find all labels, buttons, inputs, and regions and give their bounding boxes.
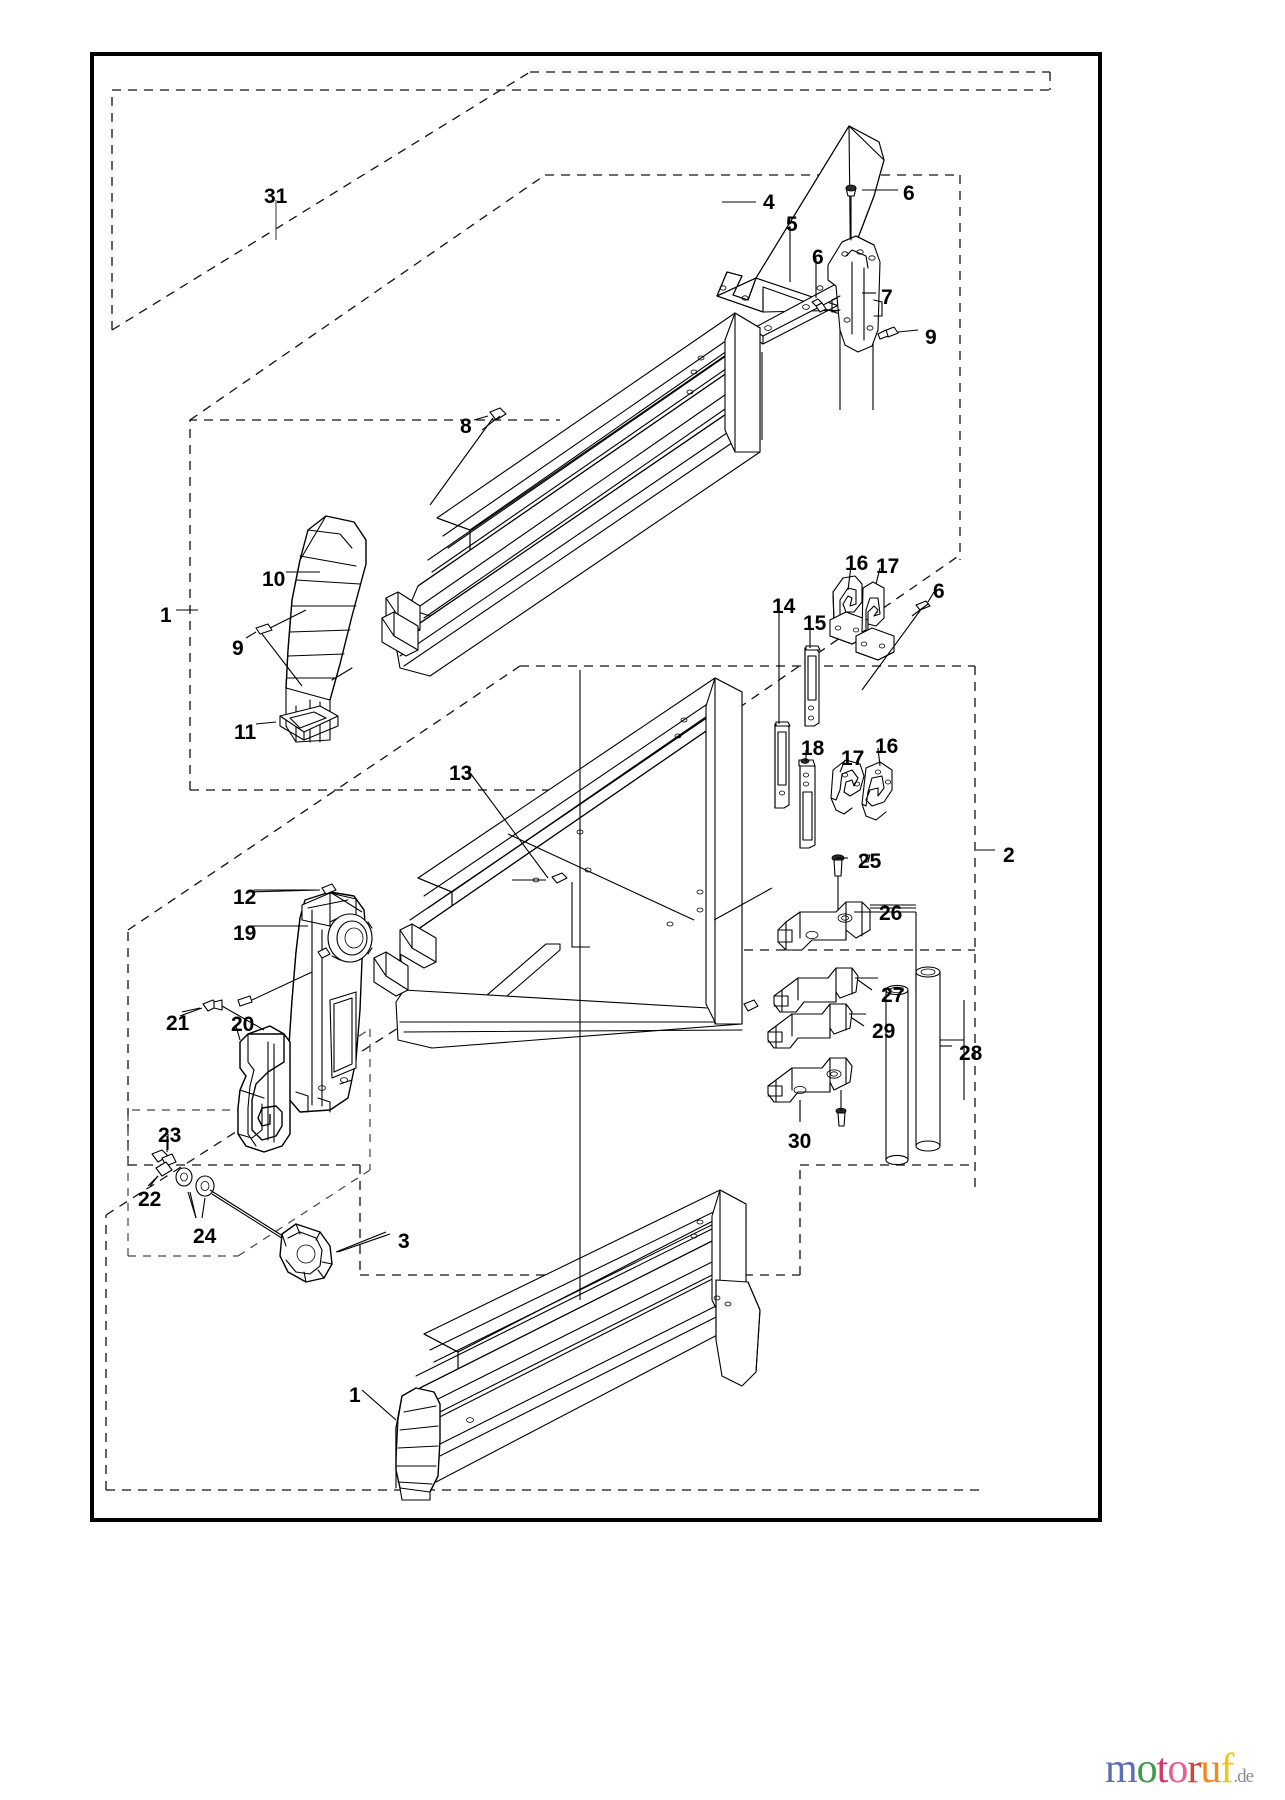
callout-11: 11 xyxy=(234,721,257,744)
callout-6-a: 6 xyxy=(903,182,915,205)
callout-13: 13 xyxy=(449,762,473,785)
callout-1-lower: 1 xyxy=(349,1384,361,1407)
callout-12: 12 xyxy=(233,886,257,909)
callout-23: 23 xyxy=(158,1124,182,1147)
part-9-screw-a xyxy=(877,326,899,340)
callout-9-a: 9 xyxy=(925,326,937,349)
callout-19: 19 xyxy=(233,922,257,945)
callout-8: 8 xyxy=(460,415,472,438)
motoruf-watermark: motoruf.de xyxy=(1105,1746,1254,1792)
part-27-wear-shoe-b xyxy=(773,967,878,1013)
part-30-screw xyxy=(835,1090,847,1127)
part-29-wear-shoe-c xyxy=(767,1003,866,1049)
watermark-suffix: .de xyxy=(1233,1766,1254,1787)
part-28-roller-tube xyxy=(885,966,965,1166)
callout-2: 2 xyxy=(1003,844,1015,867)
callout-29: 29 xyxy=(872,1020,896,1043)
part-8-bolt xyxy=(429,407,507,506)
callout-7: 7 xyxy=(881,286,893,309)
part-26-wear-shoe-a xyxy=(777,901,917,992)
callout-10: 10 xyxy=(262,568,286,591)
part-13-bolt xyxy=(512,872,590,948)
group-boundary-2 xyxy=(127,665,976,1276)
callout-3: 3 xyxy=(398,1230,410,1253)
watermark-letter-o1: o xyxy=(1136,1746,1158,1792)
callout-21: 21 xyxy=(166,1012,190,1035)
part-6-screw-a xyxy=(811,298,827,313)
callout-9-b: 9 xyxy=(232,637,244,660)
callout-27: 27 xyxy=(881,984,905,1007)
callout-17-a: 17 xyxy=(876,555,900,578)
watermark-letter-r: r xyxy=(1187,1746,1201,1792)
callout-16-a: 16 xyxy=(845,552,869,575)
part-18-slide-rail-mid xyxy=(798,758,816,849)
callout-18: 18 xyxy=(801,737,825,760)
callout-15: 15 xyxy=(803,612,827,635)
watermark-letter-t: t xyxy=(1156,1746,1169,1792)
callout-14: 14 xyxy=(772,595,796,618)
callout-31: 31 xyxy=(264,185,288,208)
callout-20: 20 xyxy=(231,1013,255,1036)
callout-leaders xyxy=(149,189,995,1421)
callout-5: 5 xyxy=(786,213,798,236)
watermark-letter-f: f xyxy=(1220,1746,1234,1792)
part-16-latch-hook-a-lower xyxy=(861,761,893,821)
part-15-slide-rail-short xyxy=(804,645,821,727)
part-3-knob xyxy=(209,1189,387,1283)
upper-blade xyxy=(381,312,763,677)
part-21-screw xyxy=(181,999,265,1031)
middle-blade-fastener xyxy=(743,854,871,1012)
watermark-letter-m: m xyxy=(1105,1746,1138,1792)
callout-6-c: 6 xyxy=(933,580,945,603)
part-17-latch-hook-b-lower xyxy=(830,759,865,815)
callout-16-b: 16 xyxy=(875,735,899,758)
part-7-support-arm xyxy=(827,235,883,353)
part-9-screw-b xyxy=(255,609,307,687)
callout-24: 24 xyxy=(193,1225,217,1248)
callout-22: 22 xyxy=(138,1188,162,1211)
group-boundary-31 xyxy=(111,71,1051,331)
callout-26: 26 xyxy=(879,902,903,925)
callout-30: 30 xyxy=(788,1130,812,1153)
part-14-slide-rail-long xyxy=(774,721,791,809)
part-17-latch-hook-b-upper xyxy=(855,581,895,661)
watermark-letter-u: u xyxy=(1200,1746,1221,1792)
callout-17-b: 17 xyxy=(841,747,865,770)
callout-6-b: 6 xyxy=(812,246,824,269)
part-11-skid-pad xyxy=(279,705,339,741)
callout-1-upper: 1 xyxy=(160,604,172,627)
part-6-screw-c xyxy=(861,600,931,691)
part-10-end-cap xyxy=(285,515,367,743)
callout-25: 25 xyxy=(858,850,882,873)
bottom-blade xyxy=(395,670,761,1501)
callout-28: 28 xyxy=(959,1042,983,1065)
callout-4: 4 xyxy=(763,191,775,214)
middle-blade xyxy=(373,677,773,1049)
part-20-handle-grip xyxy=(237,1025,291,1153)
part-6-screw-b xyxy=(845,184,857,241)
watermark-letter-o2: o xyxy=(1167,1746,1188,1792)
part-19-end-cap-housing xyxy=(287,891,373,1113)
part-24-washer xyxy=(175,1167,215,1219)
